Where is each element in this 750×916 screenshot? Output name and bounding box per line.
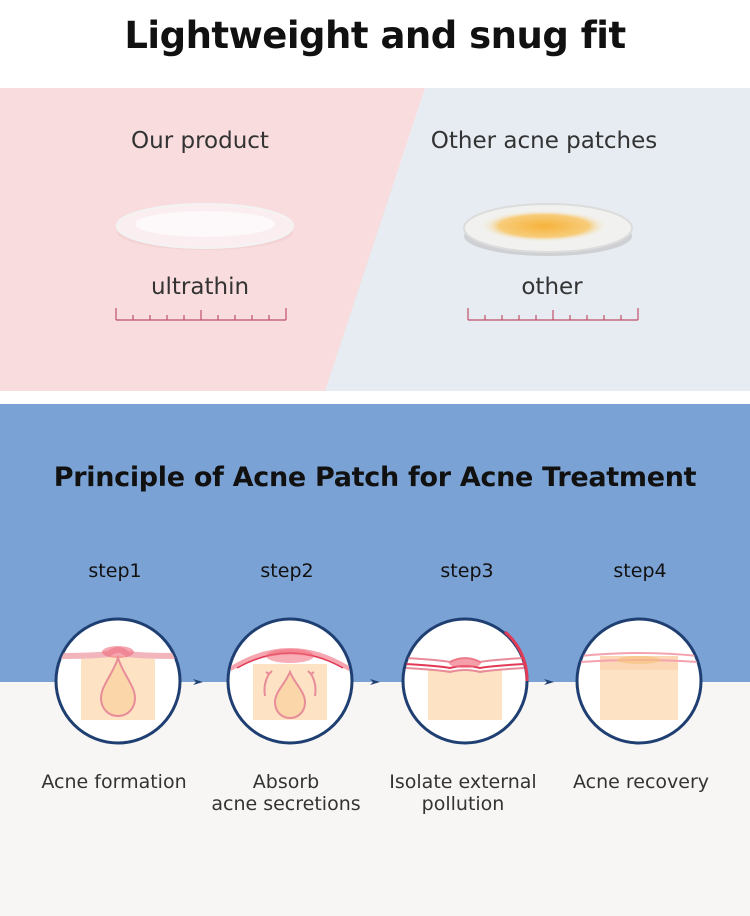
other-patch-image (463, 203, 633, 256)
step-description-line: Isolate external (389, 771, 537, 793)
step-label: step3 (440, 560, 494, 582)
step-description: Acne recovery (546, 771, 736, 793)
other-label: other (521, 274, 583, 300)
other-patches-heading: Other acne patches (430, 128, 658, 154)
arrow-right-icon (544, 679, 554, 685)
our-product-heading: Our product (131, 128, 269, 154)
arrow-right-icon (370, 679, 380, 685)
step-label: step2 (260, 560, 314, 582)
step-label: step1 (88, 560, 142, 582)
step-description-line: acne secretions (211, 793, 361, 815)
step-description-line: Acne recovery (572, 771, 710, 793)
step-label: step4 (613, 560, 667, 582)
other-ruler (467, 308, 639, 321)
comparison-panel: Our product Other acne patches ultrathin… (0, 88, 750, 391)
ultrathin-patch-image (116, 203, 294, 250)
ultrathin-label: ultrathin (150, 274, 250, 300)
step-description-line: Absorb (252, 771, 320, 793)
ultrathin-ruler (115, 308, 287, 321)
step2-absorb-illustration (226, 617, 354, 745)
step1-acne-formation-illustration (54, 617, 182, 745)
step4-recovery-illustration (575, 617, 703, 745)
principle-title: Principle of Acne Patch for Acne Treatme… (53, 462, 697, 493)
step-description: Isolate external pollution (368, 771, 558, 815)
arrow-right-icon (193, 679, 203, 685)
step-description-line: pollution (421, 793, 505, 815)
step3-isolate-illustration (401, 617, 529, 745)
page-title: Lightweight and snug fit (124, 14, 626, 57)
step-description: Acne formation (19, 771, 209, 793)
step-description-line: Acne formation (41, 771, 187, 793)
step-description: Absorb acne secretions (191, 771, 381, 815)
